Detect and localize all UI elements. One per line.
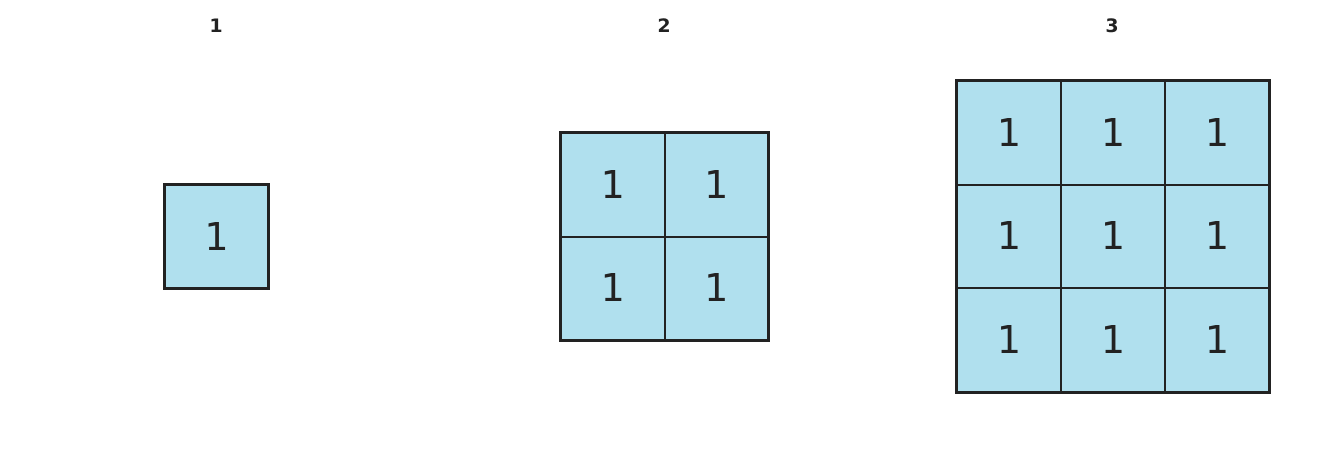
- grid-3-cell-r1-c1: 1: [958, 82, 1060, 184]
- grid-2-title: 2: [657, 15, 671, 37]
- grid-1-cell-r1-c1: 1: [166, 186, 267, 287]
- grid-3-cell-r2-c2: 1: [1062, 185, 1164, 288]
- grid-3-cell-r1-c2: 1: [1062, 82, 1164, 184]
- grid-2-cell-r1-c1: 1: [562, 134, 664, 236]
- grid-3-cell-r3-c1: 1: [958, 289, 1060, 391]
- grid-2-cell-r2-c2: 1: [665, 237, 767, 339]
- grid-1-title: 1: [209, 15, 223, 37]
- grid-3-cell-r3-c2: 1: [1062, 289, 1164, 391]
- grid-2-cell-r1-c2: 1: [665, 134, 767, 236]
- grid-2: 1 1 1 1: [559, 131, 770, 342]
- grid-3-cell-r2-c1: 1: [958, 185, 1060, 288]
- grid-3-cell-r2-c3: 1: [1166, 185, 1268, 288]
- grid-3-title: 3: [1105, 15, 1119, 37]
- grid-3-cell-r3-c3: 1: [1166, 289, 1268, 391]
- grid-2-cell-r2-c1: 1: [562, 237, 664, 339]
- grid-3-cell-r1-c3: 1: [1166, 82, 1268, 184]
- grid-1: 1: [163, 183, 270, 290]
- grid-3: 1 1 1 1 1 1 1 1 1: [955, 79, 1271, 394]
